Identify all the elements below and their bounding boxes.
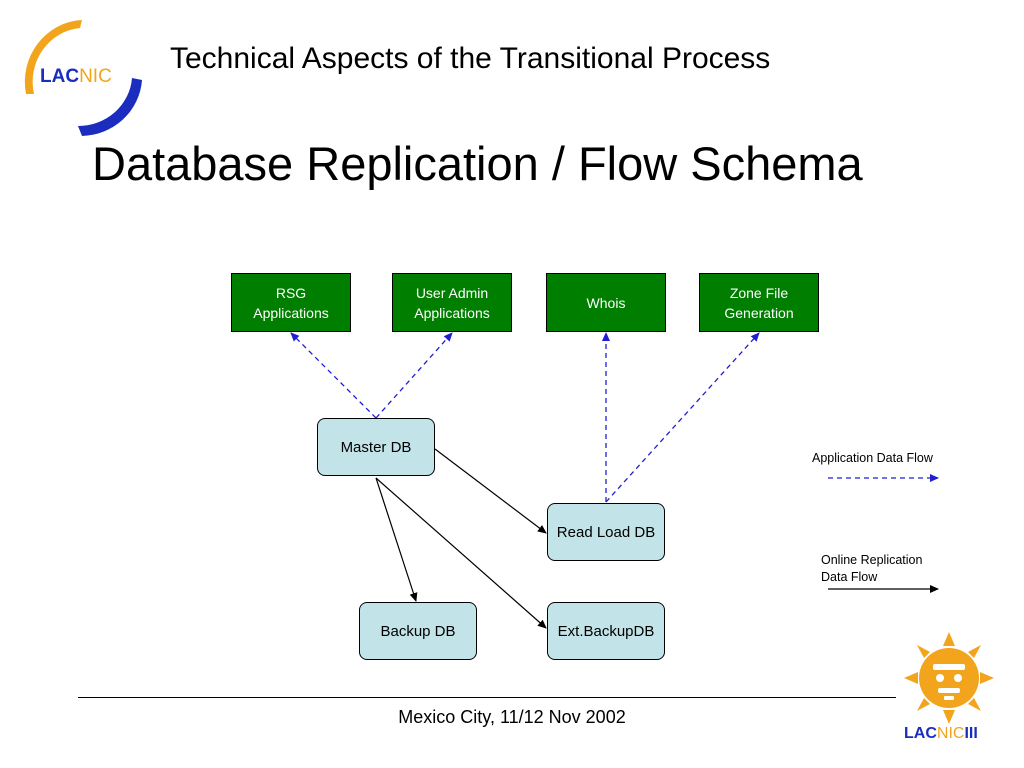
edge-master-to-rsg — [290, 332, 377, 419]
sun-emblem-icon — [904, 632, 994, 724]
edge-master-to-useradmin — [375, 332, 453, 419]
footer-logo-num-text: III — [964, 725, 978, 742]
footer-logo-lac-text: LAC — [904, 725, 937, 742]
db-box-ext-backup: Ext.BackupDB — [547, 602, 665, 660]
app-box-rsg-line2: Applications — [253, 304, 329, 321]
lacnic-logo-swoosh — [24, 20, 142, 136]
app-box-zone-file-line1: Zone File — [729, 284, 789, 301]
slide-title: Database Replication / Flow Schema — [92, 137, 863, 190]
app-box-whois: Whois — [546, 273, 666, 332]
app-box-zone-file: Zone File Generation — [699, 273, 819, 332]
footer-divider — [78, 697, 896, 698]
legend-application-flow-label: Application Data Flow — [812, 451, 933, 465]
lacnic-iii-logo: LACNICIII — [900, 628, 1004, 748]
app-box-rsg-line1: RSG — [275, 284, 307, 301]
app-box-user-admin: User Admin Applications — [392, 273, 512, 332]
app-box-user-admin-line1: User Admin — [415, 284, 489, 301]
header-title: Technical Aspects of the Transitional Pr… — [170, 42, 771, 75]
footer-location-date: Mexico City, 11/12 Nov 2002 — [398, 707, 626, 727]
app-box-whois-label: Whois — [586, 294, 626, 311]
logo-lac-text: LAC — [40, 66, 80, 87]
lacnic-logo: LACNIC — [14, 14, 154, 139]
edge-readload-to-zonefile — [605, 332, 760, 503]
app-box-zone-file-line2: Generation — [724, 304, 794, 321]
legend-replication-line1: Online Replication — [821, 553, 923, 567]
db-box-master: Master DB — [317, 418, 435, 476]
legend-replication-line2: Data Flow — [821, 570, 878, 584]
edge-master-to-extbackup — [375, 477, 547, 629]
app-box-user-admin-line2: Applications — [414, 304, 490, 321]
edge-master-to-readload — [434, 448, 547, 534]
footer-logo-nic-text: NIC — [936, 725, 965, 742]
db-box-backup: Backup DB — [359, 602, 477, 660]
edge-master-to-backup — [375, 477, 418, 602]
app-box-rsg: RSG Applications — [231, 273, 351, 332]
legend-replication-flow-label: Online Replication Data Flow — [821, 552, 922, 586]
db-box-read-load: Read Load DB — [547, 503, 665, 561]
logo-nic-text: NIC — [79, 66, 112, 87]
